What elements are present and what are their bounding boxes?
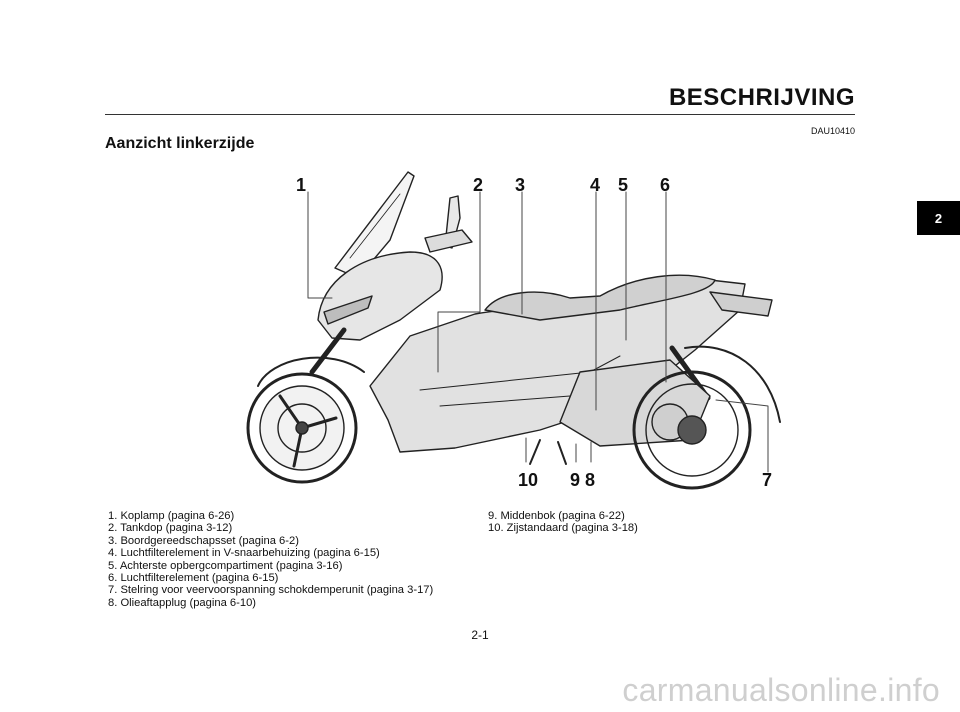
legend-item: 8. Olieaftapplug (pagina 6-10) — [108, 596, 257, 609]
callout-3: 3 — [515, 175, 526, 195]
callout-10: 10 — [518, 470, 539, 490]
legend-item: 10. Zijstandaard (pagina 3-18) — [488, 522, 638, 535]
callout-2: 2 — [473, 175, 484, 195]
legend-item: 5. Achterste opbergcompartiment (pagina … — [108, 559, 343, 572]
legend-item: 1. Koplamp (pagina 6-26) — [108, 510, 235, 522]
header-title: BESCHRIJVING — [668, 84, 855, 111]
legend-item: 2. Tankdop (pagina 3-12) — [108, 522, 233, 535]
scooter-illustration — [246, 171, 781, 490]
legend-item: 6. Luchtfilterelement (pagina 6-15) — [108, 572, 279, 585]
callout-5: 5 — [618, 175, 629, 195]
callout-1: 1 — [296, 175, 307, 195]
header-rule — [105, 114, 855, 115]
callout-7: 7 — [762, 470, 773, 490]
legend-item: 4. Luchtfilterelement in V-snaarbehuizin… — [108, 547, 380, 560]
document-code: DAU10410 — [810, 126, 855, 136]
legend-right: 9. Middenbok (pagina 6-22) 10. Zijstanda… — [488, 510, 638, 535]
headlight-shape — [323, 295, 373, 325]
page-number: 2-1 — [471, 628, 489, 642]
legend-item: 7. Stelring voor veervoorspanning schokd… — [108, 584, 434, 597]
seat-shape — [484, 274, 716, 321]
front-cowl-shape — [317, 251, 443, 341]
legend-left: 1. Koplamp (pagina 6-26) 2. Tankdop (pag… — [108, 510, 433, 609]
legend-item: 9. Middenbok (pagina 6-22) — [488, 510, 625, 522]
section-title: Aanzicht linkerzijde — [105, 135, 255, 152]
callout-4: 4 — [590, 175, 601, 195]
leader-lines — [307, 191, 769, 473]
chapter-tab[interactable]: 2 — [917, 201, 960, 235]
callout-6: 6 — [660, 175, 671, 195]
watermark-link[interactable]: carmanualsonline.info — [622, 672, 940, 708]
callout-9: 9 — [570, 470, 581, 490]
rear-tire — [632, 370, 752, 490]
callout-8: 8 — [585, 470, 596, 490]
legend-item: 3. Boordgereedschapsset (pagina 6-2) — [108, 534, 299, 547]
